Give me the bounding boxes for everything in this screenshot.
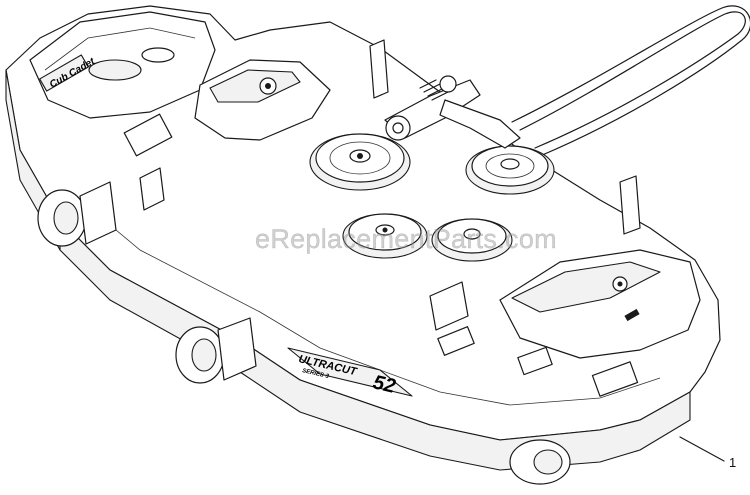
watermark: eReplacementParts.com	[255, 224, 557, 254]
pulley-idler-right	[465, 145, 555, 195]
gauge-wheel-left-front	[175, 317, 257, 384]
right-spindle-cover	[499, 249, 701, 359]
gauge-wheel-right-front	[509, 439, 571, 485]
gauge-wheel-left-rear	[37, 181, 117, 247]
pulley-left-lower	[342, 213, 428, 259]
left-spindle-cover: Cub Cadet	[29, 11, 216, 119]
pulley-center-large	[309, 133, 411, 191]
size-label: 52	[371, 371, 398, 397]
warning-decals	[123, 113, 639, 397]
pulley-right-lower	[431, 218, 513, 262]
brand-logo-plate	[39, 54, 89, 92]
idler-arm-assembly	[384, 75, 521, 149]
mount-brackets	[139, 39, 641, 331]
tension-spring	[419, 79, 449, 101]
callout-number: 1	[729, 455, 737, 470]
center-spindle-cover	[194, 59, 331, 141]
drive-belt	[511, 5, 750, 157]
callout-leader-line	[679, 436, 725, 462]
